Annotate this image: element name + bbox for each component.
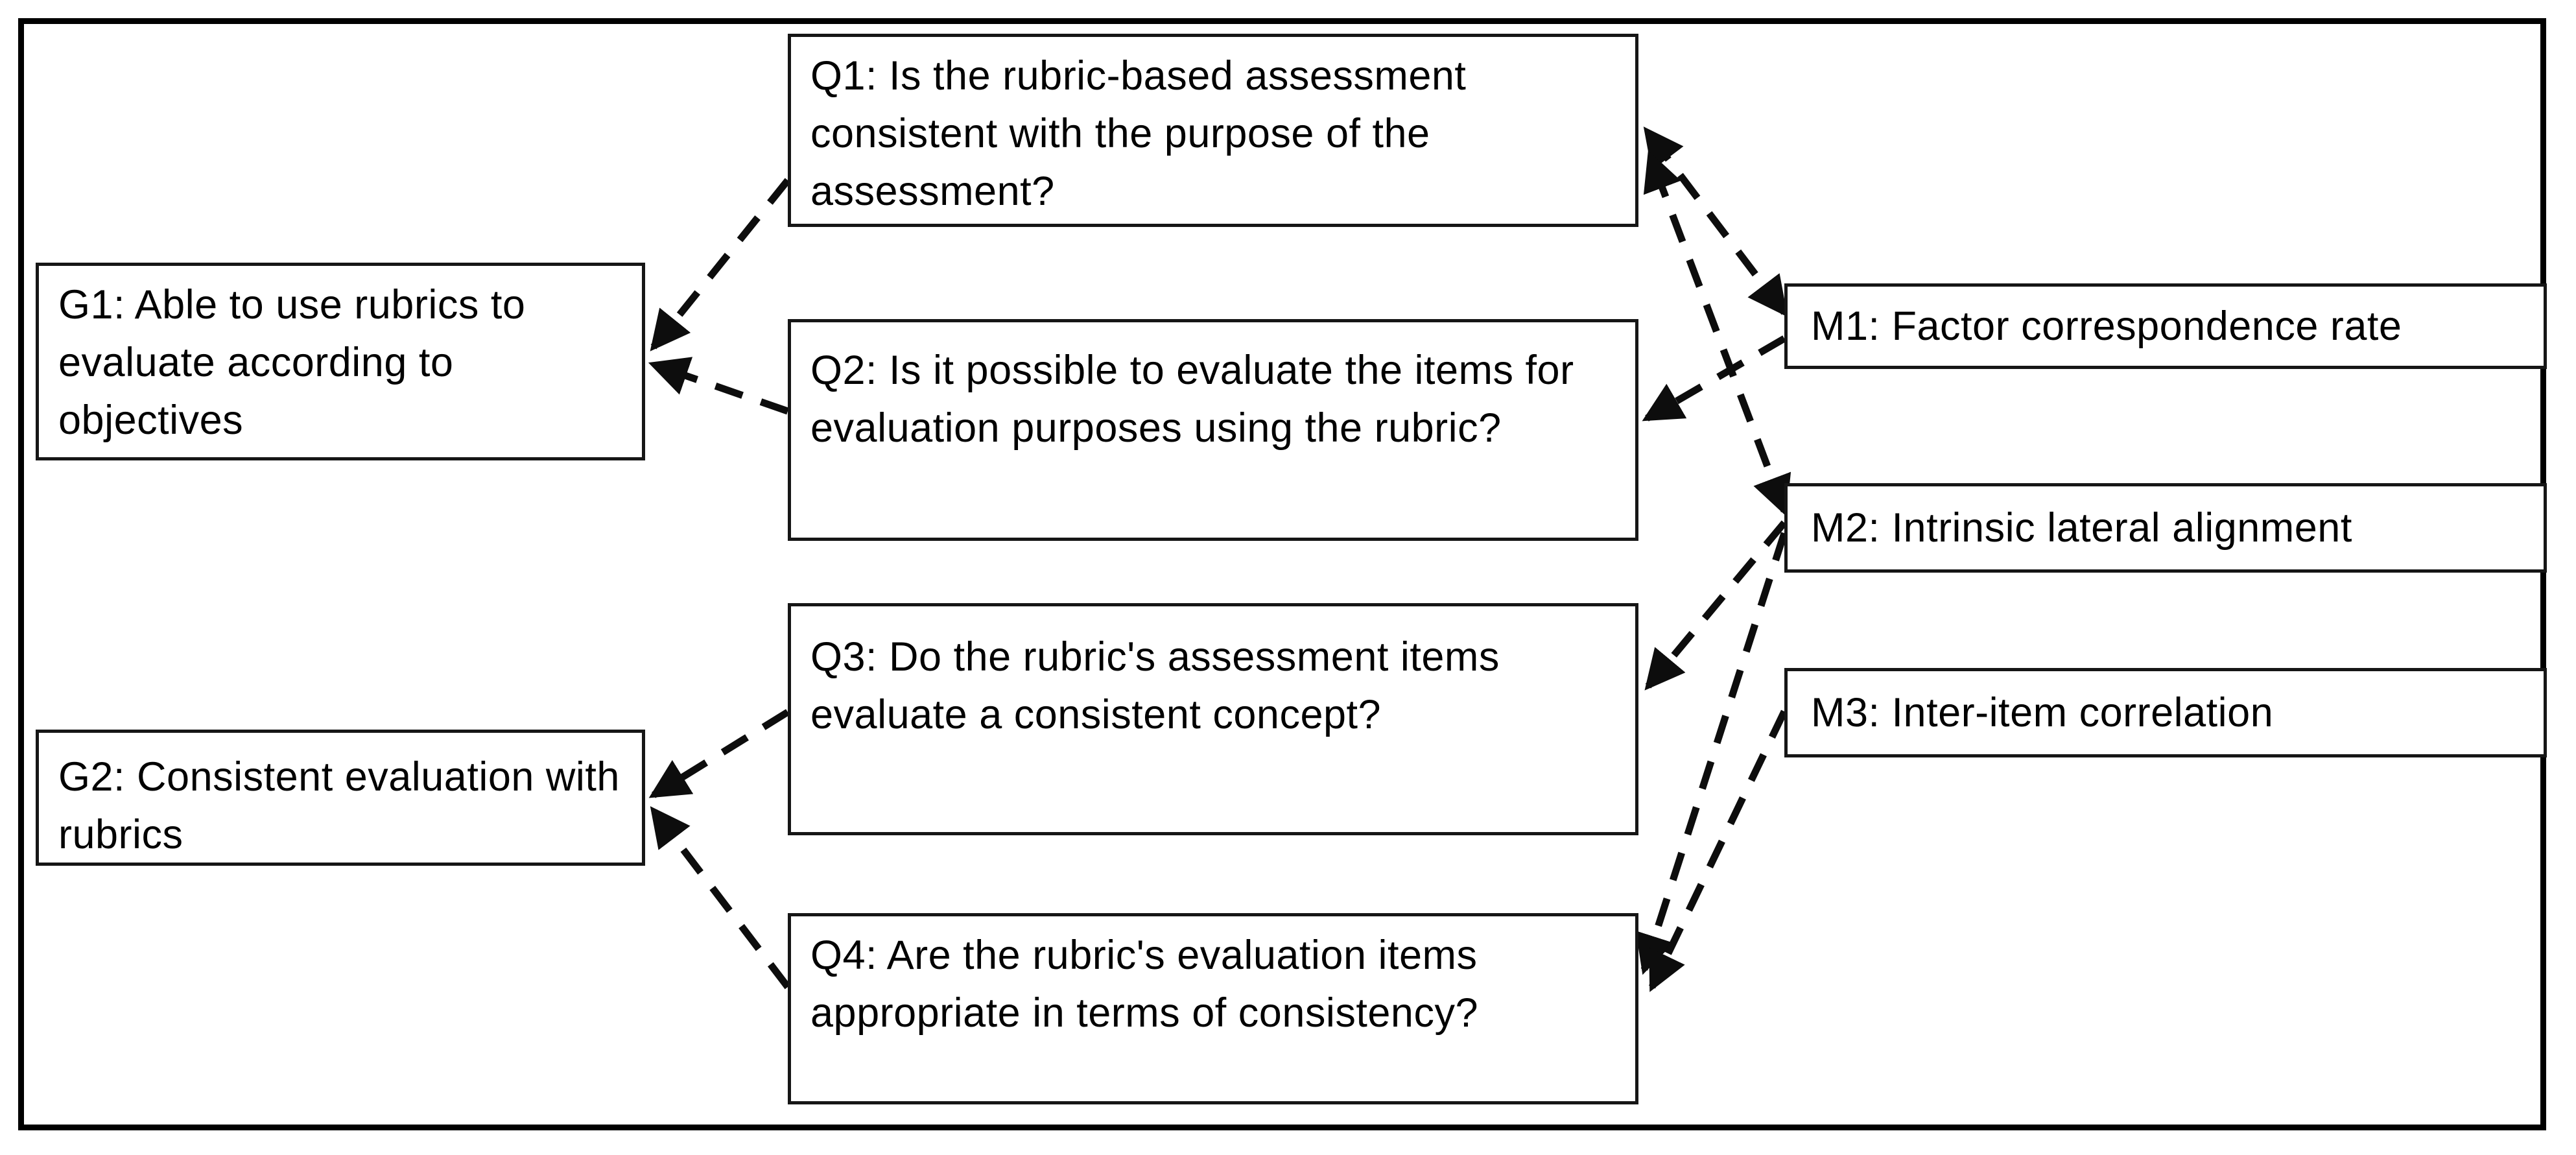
question-box-q1: Q1: Is the rubric-based assessment consi… xyxy=(788,34,1638,227)
question-q3-label: Q3: Do the rubric's assessment items eva… xyxy=(810,634,1500,737)
question-box-q3: Q3: Do the rubric's assessment items eva… xyxy=(788,603,1638,835)
metric-box-m3: M3: Inter-item correlation xyxy=(1784,668,2547,757)
goal-box-g2: G2: Consistent evaluation with rubrics xyxy=(36,730,645,866)
metric-m2-label: M2: Intrinsic lateral alignment xyxy=(1811,505,2352,551)
goal-box-g1: G1: Able to use rubrics to evaluate acco… xyxy=(36,263,645,460)
goal-g2-label: G2: Consistent evaluation with rubrics xyxy=(58,754,620,857)
metric-m1-label: M1: Factor correspondence rate xyxy=(1811,303,2402,349)
outer-frame xyxy=(18,18,2546,1130)
question-q1-label: Q1: Is the rubric-based assessment consi… xyxy=(810,53,1467,214)
metric-box-m2: M2: Intrinsic lateral alignment xyxy=(1784,483,2547,573)
metric-m3-label: M3: Inter-item correlation xyxy=(1811,689,2274,735)
question-q2-label: Q2: Is it possible to evaluate the items… xyxy=(810,348,1574,451)
question-box-q2: Q2: Is it possible to evaluate the items… xyxy=(788,319,1638,541)
goal-g1-label: G1: Able to use rubrics to evaluate acco… xyxy=(58,282,526,443)
metric-box-m1: M1: Factor correspondence rate xyxy=(1784,283,2547,369)
question-box-q4: Q4: Are the rubric's evaluation items ap… xyxy=(788,913,1638,1104)
question-q4-label: Q4: Are the rubric's evaluation items ap… xyxy=(810,933,1478,1036)
